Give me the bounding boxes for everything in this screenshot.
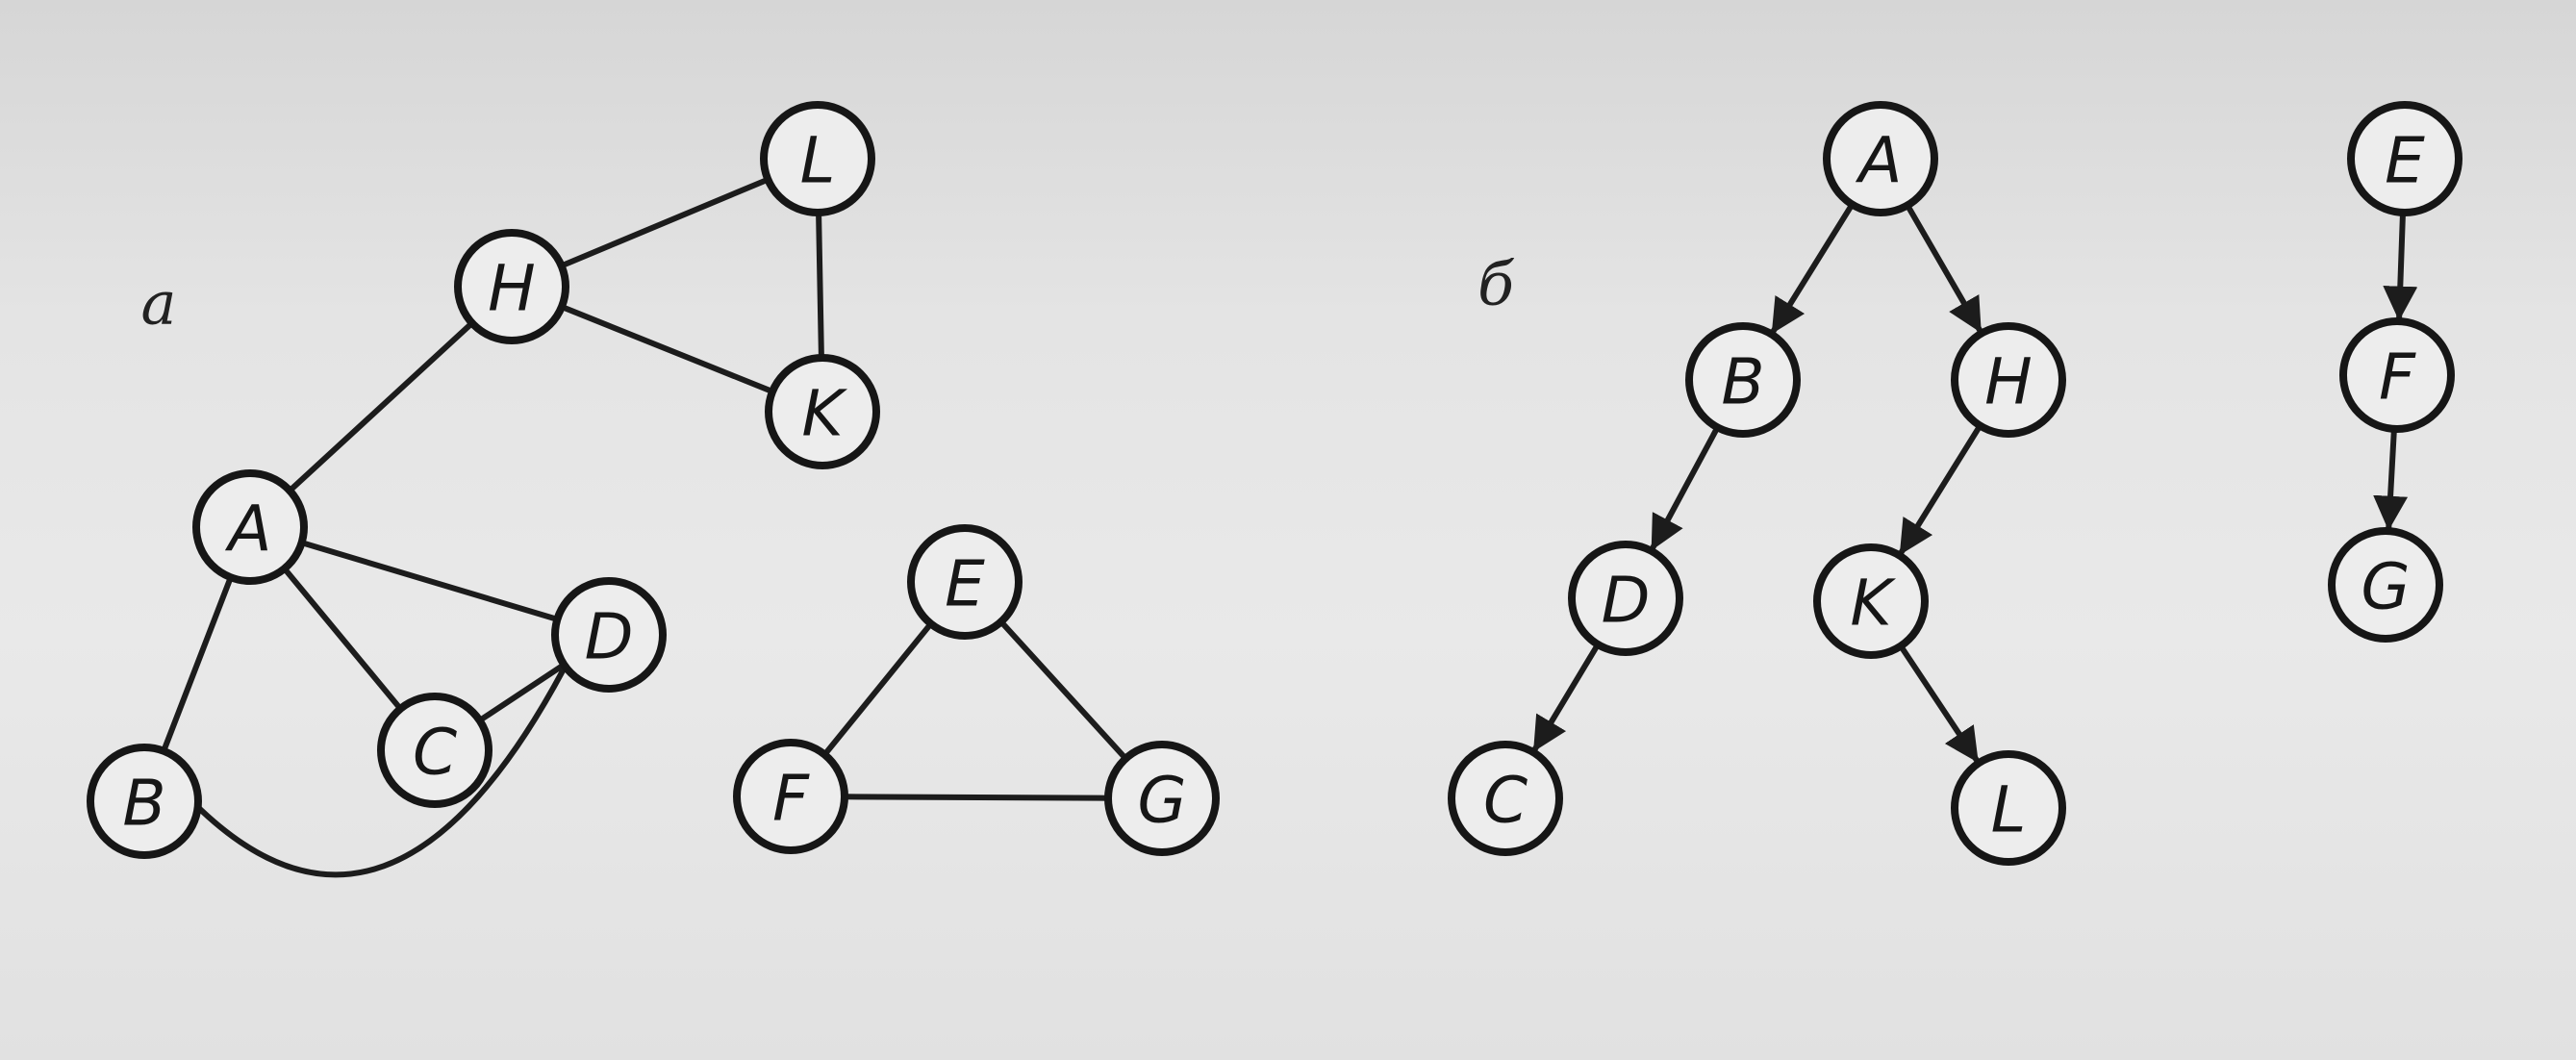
node-label: H: [1984, 345, 2033, 419]
node-d: D: [551, 577, 667, 693]
panel-label-b: б: [1477, 249, 1515, 319]
edge-h-a: [287, 319, 475, 494]
arrow-k-l: [1898, 643, 1980, 764]
node-label: F: [2379, 341, 2416, 415]
node-e: E: [907, 524, 1023, 640]
undirected-graph-panel: L H K A D C B E F G: [87, 101, 1220, 878]
node-label: A: [1855, 124, 1902, 198]
node-d: D: [1568, 541, 1683, 656]
edge-a-d: [298, 540, 561, 622]
node-circle: [192, 469, 308, 585]
node-label: C: [1483, 764, 1528, 838]
node-circle: [760, 101, 875, 216]
node-label: H: [488, 252, 536, 326]
arrow-h-k: [1898, 422, 1983, 556]
node-label: B: [1721, 345, 1764, 419]
edge-e-f: [821, 620, 934, 758]
panel-label-a: а: [141, 268, 177, 339]
node-circle: [454, 229, 569, 344]
node-label: C: [413, 716, 457, 790]
node-f: F: [2339, 317, 2455, 433]
node-g: G: [1104, 741, 1220, 856]
node-circle: [733, 739, 848, 854]
directed-forest-panel: A B H D K C L E F G: [1448, 101, 2462, 866]
node-label: E: [2385, 124, 2425, 198]
node-circle: [1104, 741, 1220, 856]
node-a: A: [192, 469, 308, 585]
node-circle: [1568, 541, 1683, 656]
node-k: K: [765, 354, 880, 469]
edge-c-d: [476, 661, 568, 724]
node-label: D: [1602, 564, 1651, 638]
arrow-f-g: [2373, 425, 2409, 531]
node-label: G: [2361, 550, 2410, 624]
node-g: G: [2328, 527, 2443, 643]
node-h: H: [1951, 322, 2066, 438]
node-label: L: [800, 124, 836, 198]
node-l: L: [1951, 750, 2066, 866]
edge-e-g: [998, 618, 1129, 762]
node-circle: [2347, 101, 2462, 216]
node-circle: [551, 577, 667, 693]
node-label: B: [122, 767, 165, 841]
node-circle: [1951, 322, 2066, 438]
node-label: G: [1137, 764, 1186, 838]
node-e: E: [2347, 101, 2462, 216]
node-b: B: [87, 744, 202, 859]
edge-l-k: [816, 209, 824, 362]
arrow-a-h: [1905, 202, 1983, 334]
node-k: K: [1813, 543, 1929, 659]
edge-b-d: [191, 667, 567, 878]
node-f: F: [733, 739, 848, 854]
arrow-b-d: [1650, 424, 1721, 551]
node-circle: [87, 744, 202, 859]
node-label: K: [1850, 567, 1896, 641]
node-label: D: [585, 600, 634, 674]
node-label: L: [1991, 773, 2027, 847]
edge-h-l: [558, 176, 771, 269]
node-h: H: [454, 229, 569, 344]
edge-a-c: [281, 566, 404, 712]
node-circle: [2339, 317, 2455, 433]
node-c: C: [1448, 741, 1563, 856]
node-c: C: [377, 693, 492, 808]
node-circle: [2328, 527, 2443, 643]
node-circle: [1823, 101, 1938, 216]
node-circle: [1951, 750, 2066, 866]
node-label: F: [772, 762, 810, 836]
arrow-d-c: [1531, 641, 1602, 752]
arrow-e-f: [2383, 209, 2418, 321]
arrow-a-b: [1770, 201, 1856, 335]
node-l: L: [760, 101, 875, 216]
node-label: K: [801, 377, 847, 451]
edge-f-g: [841, 794, 1112, 801]
node-circle: [907, 524, 1023, 640]
node-a: A: [1823, 101, 1938, 216]
node-circle: [1813, 543, 1929, 659]
node-circle: [377, 693, 492, 808]
node-label: E: [945, 547, 985, 621]
edge-h-k: [558, 303, 776, 395]
node-label: A: [224, 492, 271, 567]
node-circle: [1448, 741, 1563, 856]
node-b: B: [1685, 322, 1801, 438]
node-circle: [1685, 322, 1801, 438]
node-circle: [765, 354, 880, 469]
edge-a-b: [161, 574, 234, 754]
